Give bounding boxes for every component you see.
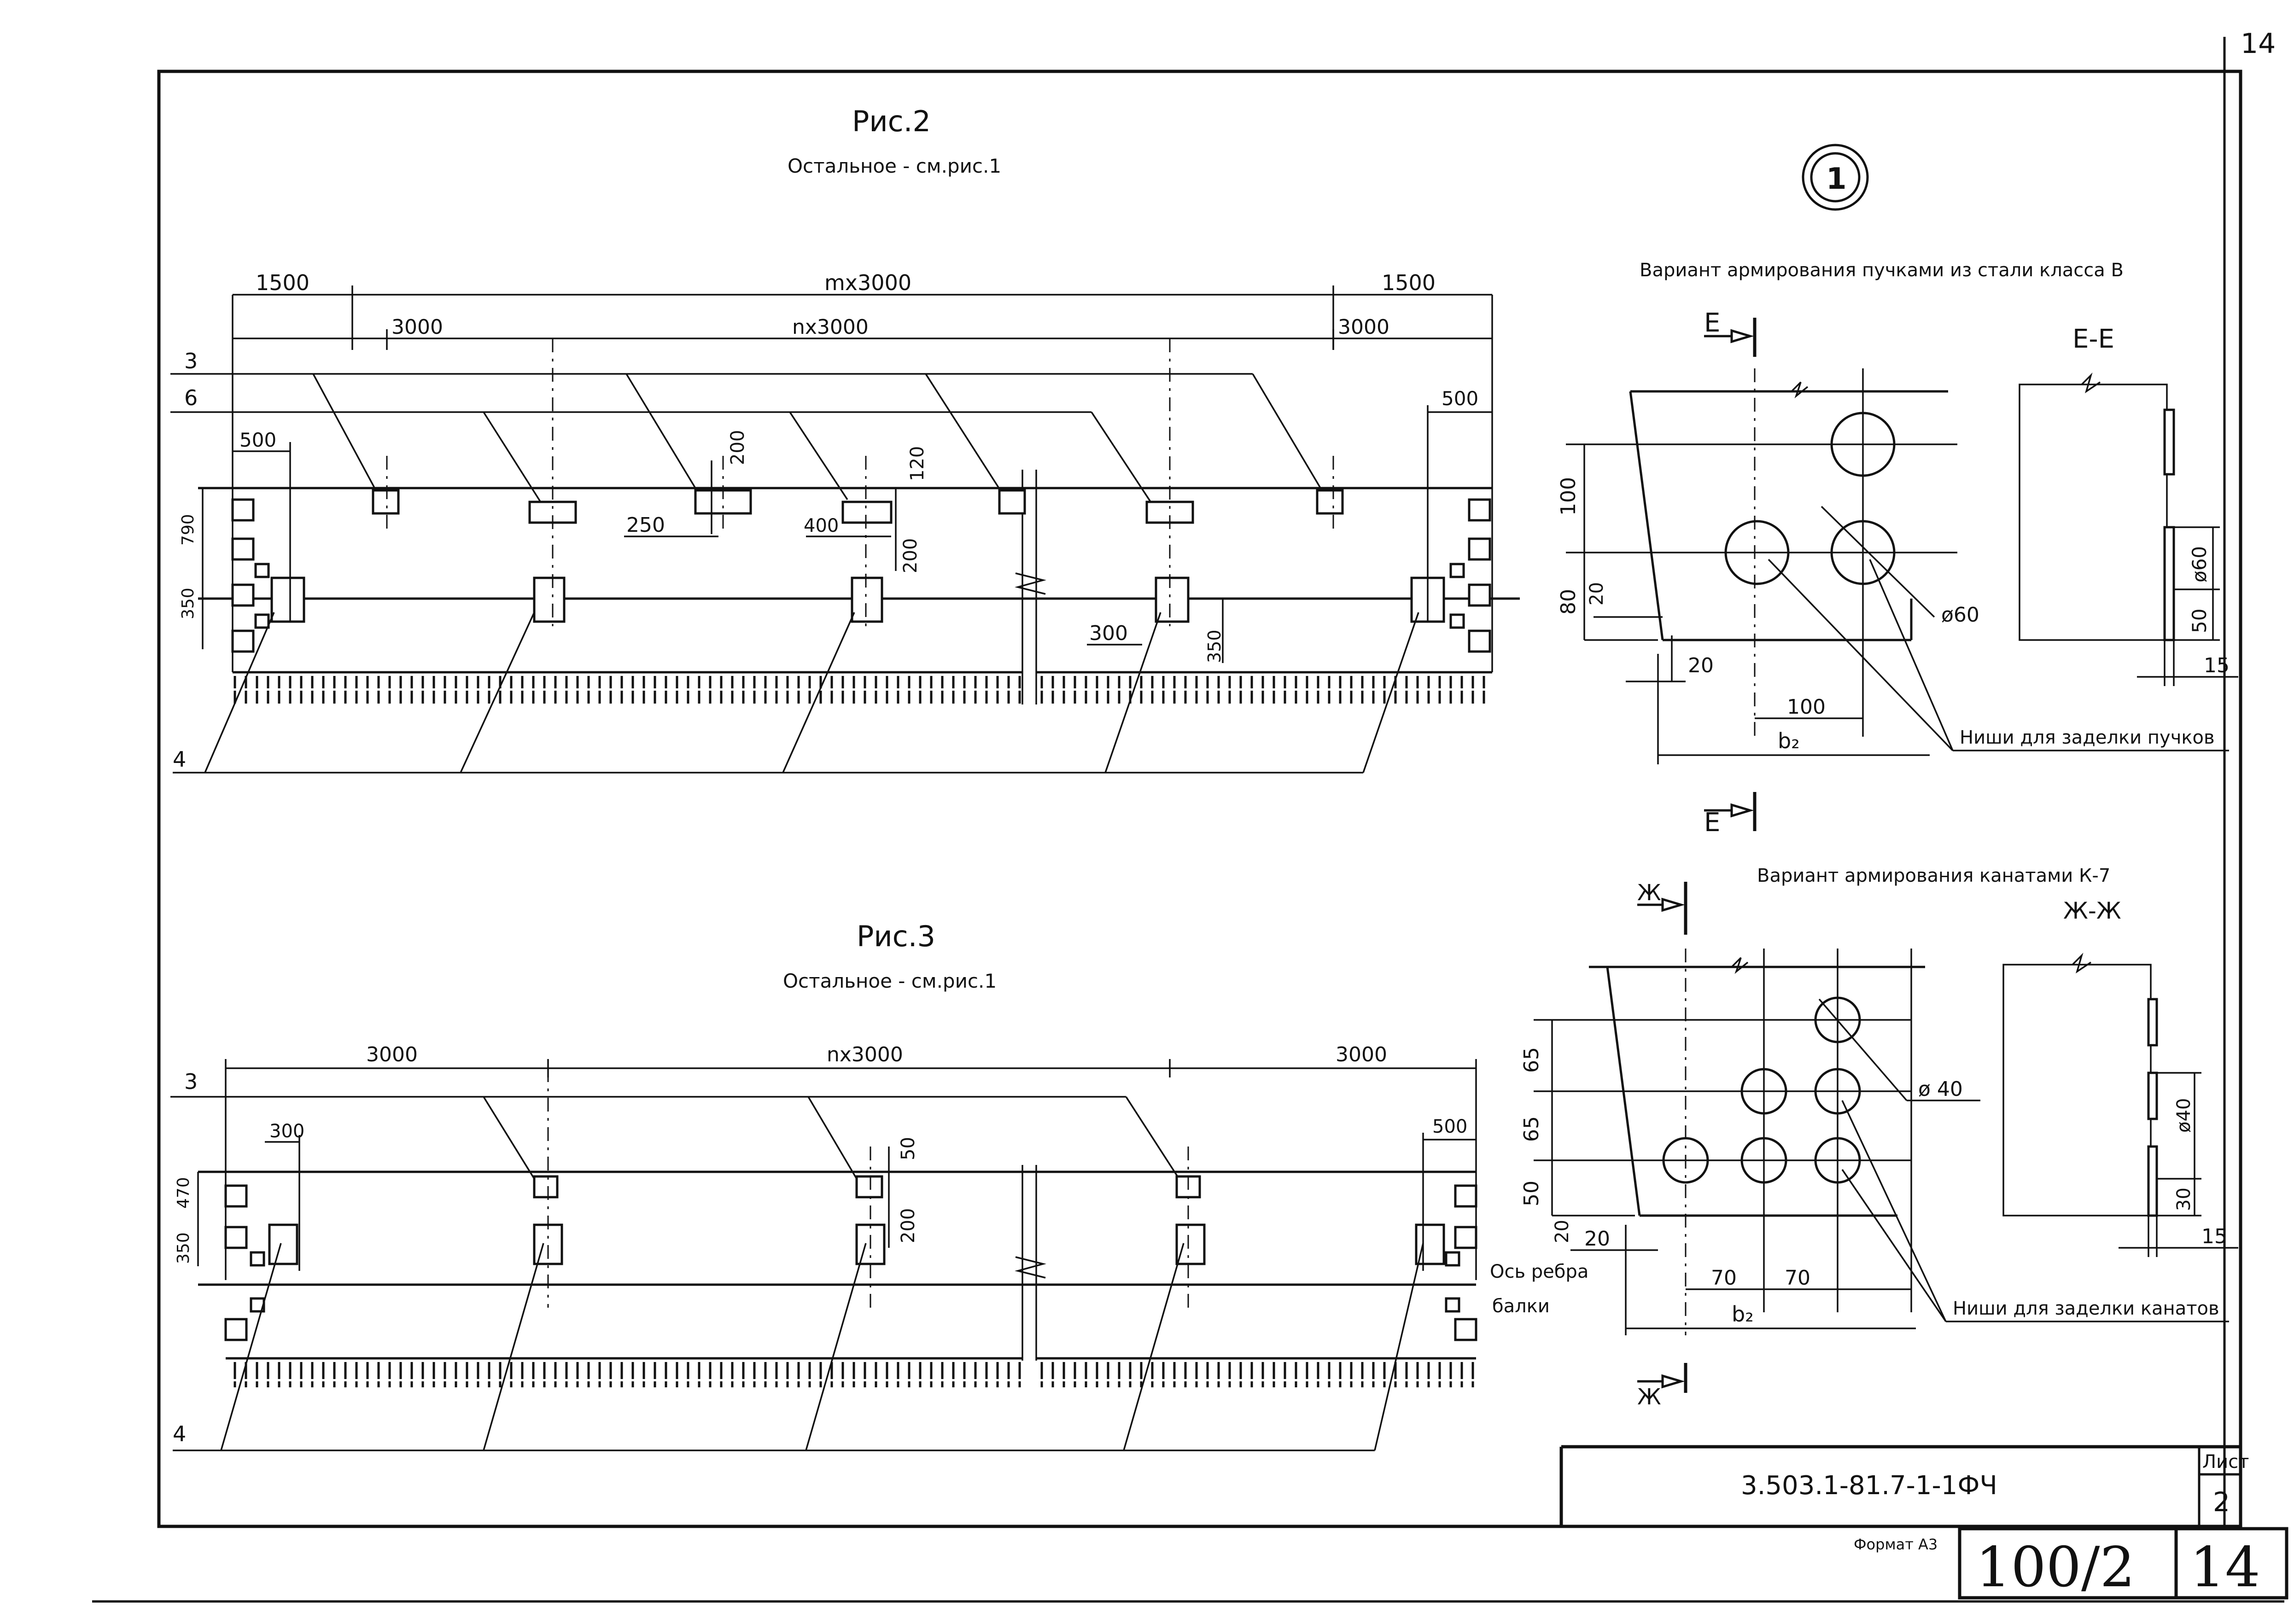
detail2-section-height: 30 — [2173, 1187, 2195, 1211]
fig2-dim-lower-niche-width: 300 — [1089, 622, 1128, 645]
fig2-callout-6: 6 — [184, 385, 198, 410]
sheet-frame: 14 — [92, 28, 2284, 1603]
detail2-dim-v-base: 20 — [1552, 1220, 1573, 1243]
fig2-dim-lower-niche-height: 350 — [1204, 629, 1225, 663]
detail1-section-height: 50 — [2188, 609, 2211, 633]
detail2-cut-label-bottom: Ж — [1637, 1384, 1661, 1410]
figure-2: Рис.2 Остальное - см.рис.1 1500 mx3000 1… — [170, 105, 1520, 774]
detail1-dim-hole-diameter: ø60 — [1941, 603, 1979, 627]
fig2-dim-niche-depth: 200 — [900, 538, 921, 573]
fig2-dim-mid-top: mx3000 — [824, 270, 911, 295]
fig2-dim-height-top: 790 — [179, 514, 198, 546]
fig3-dim-pitch-left: 3000 — [366, 1043, 418, 1066]
fig2-dim-pitch-right: 3000 — [1338, 315, 1389, 339]
fig2-dim-niche-height-a: 200 — [727, 430, 748, 465]
detail1-dim-v-mid: 80 — [1557, 589, 1580, 615]
detail2-dim-hole-diameter: ø 40 — [1918, 1077, 1963, 1101]
detail2-dim-h-spacing-2: 70 — [1785, 1266, 1810, 1290]
detail2-dim-h-spacing-1: 70 — [1711, 1266, 1737, 1290]
detail2-section-diameter: ø40 — [2173, 1098, 2195, 1133]
detail1-dim-v-low: 20 — [1586, 582, 1607, 605]
fig2-dim-pitch-left: 3000 — [391, 315, 443, 339]
detail1-marker: 1 — [1826, 162, 1847, 196]
detail2-leader-note: Ниши для заделки канатов — [1953, 1298, 2219, 1319]
detail1-cut-label-top: Е — [1704, 308, 1720, 338]
detail1-leader-note: Ниши для заделки пучков — [1960, 727, 2215, 748]
fig3-dim-height-top: 470 — [174, 1177, 193, 1209]
figure-3: Рис.3 Остальное - см.рис.1 3000 nx3000 3… — [170, 920, 1588, 1451]
fig2-subtitle: Остальное - см.рис.1 — [788, 155, 1001, 177]
fig3-axis-label-2: балки — [1492, 1296, 1550, 1317]
detail1-dim-h-offset: 20 — [1688, 654, 1714, 677]
format-label: Формат А3 — [1854, 1536, 1938, 1553]
fig3-axis-label-1: Ось ребра — [1490, 1261, 1588, 1282]
fig3-callout-4: 4 — [173, 1421, 186, 1446]
fig3-dim-pitch-right: 3000 — [1336, 1043, 1387, 1066]
detail-2: Вариант армирования канатами К-7 Ж-Ж Ж Ж… — [1520, 865, 2238, 1410]
stamp-right: 14 — [2190, 1536, 2260, 1600]
fig2-dim-end-offset-right: 500 — [1442, 387, 1478, 410]
fig2-callout-3: 3 — [184, 349, 198, 373]
detail2-cut-label-top: Ж — [1637, 880, 1661, 906]
fig3-dim-mid: nx3000 — [827, 1043, 903, 1066]
fig2-dim-niche-height-b: 120 — [907, 446, 928, 481]
fig3-title: Рис.3 — [857, 920, 935, 953]
detail2-dim-v-top: 65 — [1520, 1047, 1543, 1073]
fig2-dim-niche-width-a: 250 — [626, 513, 665, 537]
title-block: 3.503.1-81.7-1-1ФЧ Лист 2 Формат А3 100/… — [1559, 1445, 2288, 1600]
fig3-dim-niche-height-b: 200 — [898, 1208, 919, 1243]
fig2-dim-end-left: 1500 — [256, 270, 309, 295]
fig3-dim-end-offset-left: 300 — [269, 1121, 304, 1142]
detail1-dim-h-spacing: 100 — [1787, 695, 1826, 719]
detail2-dim-h-offset: 20 — [1584, 1227, 1610, 1251]
fig3-dim-niche-height-a: 50 — [898, 1137, 919, 1160]
fig2-dim-niche-width-b: 400 — [804, 515, 839, 536]
detail1-section-width: 15 — [2204, 654, 2230, 677]
fig3-dim-end-offset-right: 500 — [1432, 1116, 1467, 1137]
detail2-dim-width-label: b₂ — [1732, 1302, 1754, 1327]
stamp-left: 100/2 — [1976, 1536, 2135, 1600]
detail2-section-width: 15 — [2201, 1225, 2227, 1248]
detail1-dim-width-label: b₂ — [1778, 728, 1800, 753]
fig3-subtitle: Остальное - см.рис.1 — [783, 970, 997, 992]
detail1-section-title: Е-Е — [2072, 324, 2114, 354]
fig2-title: Рис.2 — [852, 105, 931, 138]
detail2-dim-v-mid: 65 — [1520, 1116, 1543, 1142]
fig2-dim-mid-second: nx3000 — [792, 315, 869, 339]
fig3-callout-3: 3 — [184, 1069, 198, 1094]
fig2-dim-end-offset-left: 500 — [239, 429, 276, 451]
fig2-dim-end-right: 1500 — [1382, 270, 1436, 295]
doc-code: 3.503.1-81.7-1-1ФЧ — [1741, 1471, 1997, 1501]
detail-1: 1 Вариант армирования пучками из стали к… — [1557, 144, 2238, 838]
detail1-dim-v-top: 100 — [1557, 477, 1580, 516]
sheet-number: 2 — [2213, 1486, 2230, 1518]
fig3-dim-height-bottom: 350 — [174, 1232, 193, 1264]
page-corner-number: 14 — [2241, 28, 2276, 60]
detail2-section-title: Ж-Ж — [2063, 897, 2121, 924]
detail1-variant-title: Вариант армирования пучками из стали кла… — [1640, 260, 2124, 281]
detail2-dim-v-low: 50 — [1520, 1181, 1543, 1206]
sheet-label: Лист — [2202, 1451, 2249, 1473]
detail1-cut-label-bottom: Е — [1704, 808, 1720, 838]
fig2-dim-height-bottom: 350 — [179, 588, 198, 619]
detail2-variant-title: Вариант армирования канатами К-7 — [1757, 865, 2110, 886]
fig2-callout-4: 4 — [173, 747, 186, 772]
detail1-section-diameter: ø60 — [2188, 546, 2211, 582]
